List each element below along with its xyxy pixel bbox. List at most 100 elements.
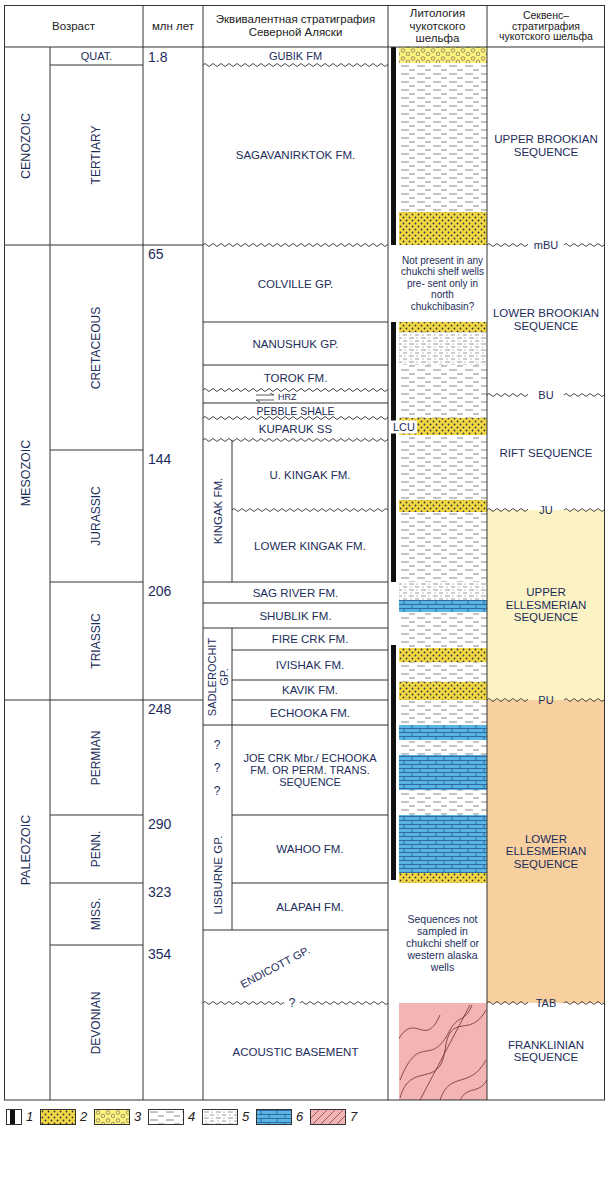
sequence-boundary — [564, 697, 605, 703]
lithology-layer — [399, 815, 487, 873]
cell-label: TOROK FM. — [206, 371, 385, 384]
cell-text-block: Возраст — [7, 20, 140, 33]
lithology-note: Not present in any chukchi shelf wells p… — [398, 245, 487, 322]
sequence-band: UPPER ELLESMERIAN SEQUENCE — [487, 510, 605, 700]
sequence-boundary — [487, 1000, 528, 1006]
cell-text-block: LOWER BROOKIAN SEQUENCE — [490, 307, 602, 332]
legend-swatch — [40, 1109, 76, 1125]
cell-text-block: QUAT. — [53, 50, 140, 62]
cell-label: TRIASSIC — [90, 585, 103, 697]
well-bar — [391, 645, 396, 880]
cell-text-block: Секвенс– стратиграфия чукотского шельфа — [490, 10, 602, 42]
cell-text-block: U. KINGAK FM. — [235, 469, 385, 482]
sequence-boundary — [487, 392, 528, 398]
cell-label: CRETACEOUS — [90, 248, 103, 447]
lithology-layer — [399, 700, 487, 725]
cell-text-block: KAVIK FM. — [235, 684, 385, 697]
formation-cell: NANUSHUK GP. — [203, 322, 388, 365]
lithology-layer — [399, 755, 487, 790]
cell-text-block: млн лет — [146, 20, 200, 33]
column-header: Секвенс– стратиграфия чукотского шельфа — [487, 5, 605, 47]
fold-line — [399, 1015, 440, 1040]
cell-label: FIRE CRK FM. — [235, 633, 385, 646]
sequence-fill — [487, 510, 605, 700]
cell-label: UPPER BROOKIAN SEQUENCE — [490, 133, 602, 158]
cell-text-block: SAG RIVER FM. — [206, 586, 385, 599]
cell-text-block: CENOZOIC — [20, 50, 34, 242]
cell-text-block: KINGAK FM. — [211, 443, 224, 579]
cell-label: Not present in any chukchi shelf wells p… — [401, 255, 484, 313]
cell-text-block: UPPER ELLESMERIAN SEQUENCE — [490, 586, 602, 624]
lithology-layer — [399, 662, 487, 682]
cell-label: GUBIK FM — [206, 50, 385, 62]
cell-label: NANUSHUK GP. — [206, 337, 385, 350]
age-value: 1.8 — [148, 50, 167, 64]
cell-label: млн лет — [146, 20, 200, 33]
cell-text-block: MESOZOIC — [20, 248, 34, 697]
cell-text-block: ACOUSTIC BASEMENT — [206, 1045, 385, 1058]
age-value: 206 — [148, 584, 171, 598]
cell-label: LOWER ELLESMERIAN SEQUENCE — [490, 833, 602, 871]
formation-cell: ALAPAH FM. — [232, 883, 388, 930]
cell-text-block: TRIASSIC — [90, 585, 103, 697]
cell-label: Секвенс– стратиграфия чукотского шельфа — [490, 10, 602, 42]
legend-number: 7 — [350, 1110, 357, 1123]
lithology-layer — [399, 63, 487, 212]
basement-fill — [399, 1003, 487, 1100]
legend-bar-sample — [10, 1110, 15, 1124]
cell-text-block: FIRE CRK FM. — [235, 633, 385, 646]
cell-text-block: Эквивалентная стратиграфия Северной Аляс… — [206, 13, 385, 38]
fold-line — [440, 1060, 486, 1100]
unconformity-line — [203, 62, 388, 68]
cell-text-block: DEVONIAN — [90, 948, 103, 1097]
legend-pattern — [149, 1110, 184, 1125]
unconformity-line — [232, 507, 388, 513]
table-border — [5, 6, 605, 1101]
cell-text-block: PEBBLE SHALE — [206, 405, 385, 416]
cell-label: WAHOO FM. — [235, 843, 385, 856]
cell-label: Sequences not sampled in chukchi shelf o… — [401, 913, 484, 973]
group-cell: LISBURNE GP.JOE CRK Mbr./ ECHOOKA FM. OR… — [203, 725, 388, 930]
legend-number: 6 — [296, 1110, 303, 1123]
sequence-boundary — [564, 507, 605, 513]
lithology-layer — [399, 500, 487, 512]
legend-pattern — [41, 1110, 76, 1125]
cell-label: DEVONIAN — [90, 948, 103, 1097]
lithology-layer — [399, 873, 487, 883]
sequence-band: UPPER BROOKIAN SEQUENCE — [487, 47, 605, 245]
sequence-boundary-label: JU — [539, 505, 552, 516]
cell-label: PERMIAN — [90, 703, 103, 812]
period-cell: PERMIAN — [50, 700, 143, 815]
well-bar — [391, 47, 396, 245]
sequence-boundary — [564, 392, 605, 398]
cell-label: U. KINGAK FM. — [235, 469, 385, 482]
sequence-boundary — [487, 697, 528, 703]
lithology-layer — [399, 365, 487, 418]
sequence-boundary-label: mBU — [534, 240, 558, 251]
cell-text-block: JOE CRK Mbr./ ECHOOKA FM. OR PERM. TRANS… — [235, 752, 385, 788]
era-cell: PALEOZOICPERMIANPENN.MISS.DEVONIAN — [4, 700, 143, 1100]
cell-label: JURASSIC — [90, 453, 103, 579]
cell-label: ALAPAH FM. — [235, 900, 385, 913]
cell-text-block: UPPER BROOKIAN SEQUENCE — [490, 133, 602, 158]
lithology-column — [391, 47, 487, 1100]
fold-line — [460, 1080, 487, 1100]
cell-text-block: ECHOOKA FM. — [235, 706, 385, 719]
sequence-boundary-label: TAB — [536, 998, 557, 1009]
cell-label: COLVILLE GP. — [206, 277, 385, 290]
age-value: 144 — [148, 452, 171, 466]
cell-label: MESOZOIC — [20, 248, 34, 697]
period-cell: TERTIARY — [50, 65, 143, 245]
uncertainty-mark: ? — [214, 785, 221, 797]
period-cell: TRIASSIC — [50, 582, 143, 700]
legend-pattern — [311, 1110, 346, 1125]
legend-swatch — [256, 1109, 292, 1125]
formation-cell: LOWER KINGAK FM. — [232, 510, 388, 582]
cell-text-block: PERMIAN — [90, 703, 103, 812]
cell-label: SHUBLIK FM. — [206, 609, 385, 622]
cell-text-block: RIFT SEQUENCE — [490, 446, 602, 459]
column-header: млн лет — [143, 5, 203, 47]
lithology-layer — [399, 322, 487, 332]
